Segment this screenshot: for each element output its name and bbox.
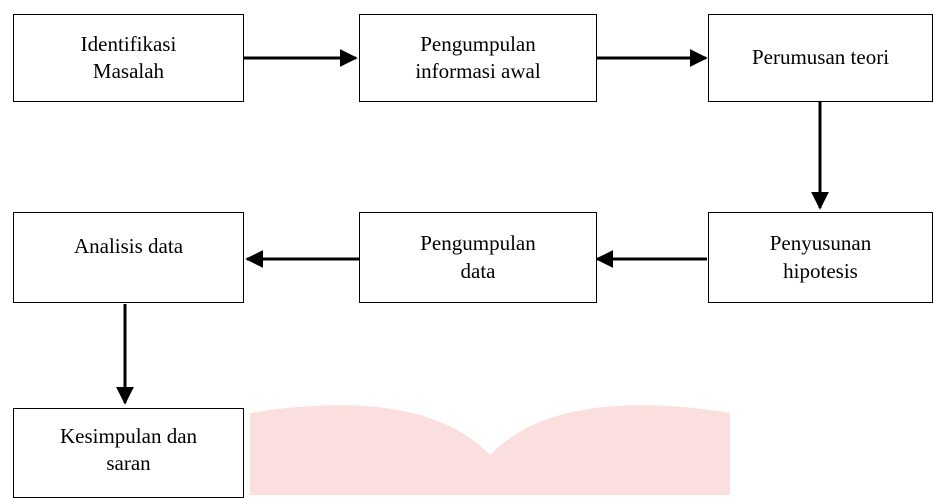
- node-label: Penyusunan hipotesis: [769, 231, 872, 283]
- node-pengumpulan-data: Pengumpulan data: [359, 212, 597, 303]
- node-analisis-data: Analisis data: [13, 212, 244, 303]
- node-label: Analisis data: [73, 234, 184, 258]
- node-label: Perumusan teori: [751, 45, 890, 70]
- node-perumusan-teori: Perumusan teori: [708, 14, 933, 102]
- node-pengumpulan-informasi-awal: Pengumpulan informasi awal: [359, 14, 597, 102]
- node-label: Kesimpulan dan saran: [59, 424, 198, 476]
- node-penyusunan-hipotesis: Penyusunan hipotesis: [708, 212, 933, 303]
- node-label: Pengumpulan informasi awal: [415, 31, 541, 83]
- node-label: Pengumpulan data: [420, 231, 536, 283]
- watermark-left-page: [250, 405, 490, 495]
- node-kesimpulan-dan-saran: Kesimpulan dan saran: [13, 408, 244, 498]
- node-identifikasi-masalah: Identifikasi Masalah: [13, 14, 244, 102]
- node-label: Identifikasi Masalah: [80, 31, 177, 83]
- watermark-right-page: [490, 405, 730, 495]
- open-book-watermark: [250, 405, 730, 495]
